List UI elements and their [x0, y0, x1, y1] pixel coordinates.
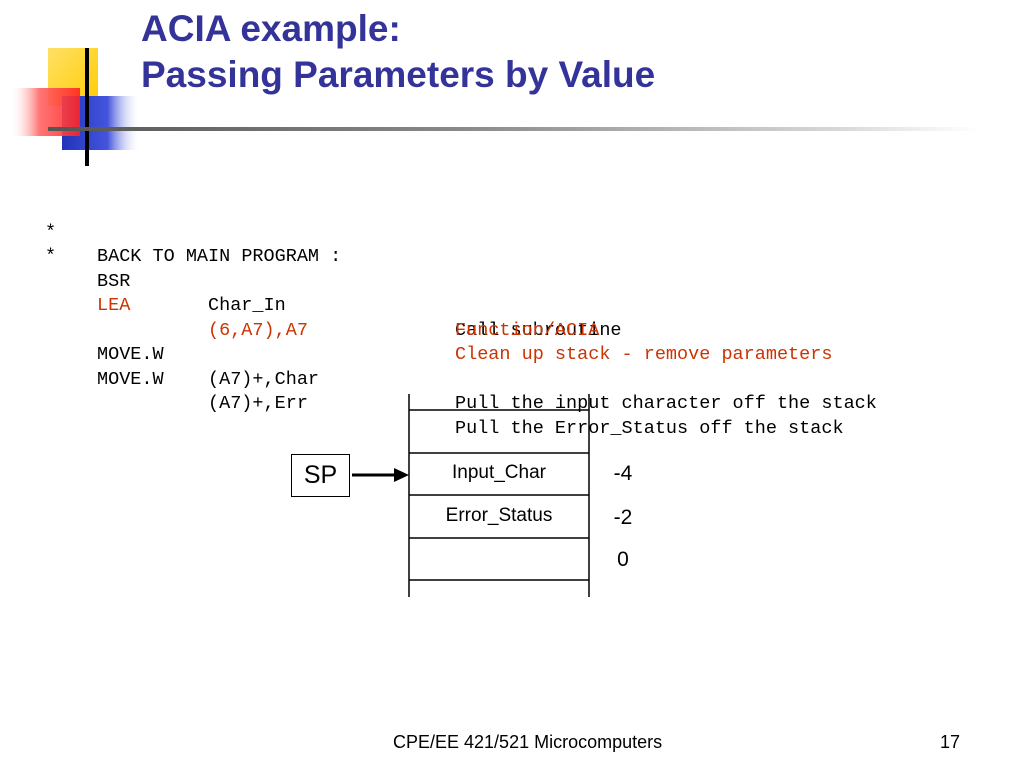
code-operand: Char_In: [208, 295, 286, 316]
stack-cell-input-char: Input_Char: [451, 462, 546, 483]
code-comment: Pull the Error_Status off the stack: [455, 417, 844, 439]
slide-title-line-1: ACIA example:: [141, 8, 401, 49]
stack-pointer-arrow-head: [394, 468, 409, 482]
code-line: *: [45, 221, 89, 267]
code-comment-marker: *: [45, 246, 57, 267]
stack-offset-label: -2: [613, 506, 633, 529]
title-underline: [48, 127, 978, 131]
code-line-highlighted: Function/ACIA: [45, 294, 599, 341]
code-line: MOVE.W (A7)+,Char Pull the input charact…: [45, 319, 877, 414]
code-opcode: LEA: [97, 295, 131, 316]
code-operand: (6,A7),A7: [208, 319, 308, 341]
slide-title: ACIA example: Passing Parameters by Valu…: [141, 6, 655, 98]
code-opcode: MOVE.W: [97, 344, 164, 365]
code-line: BSR Char_In Call subroutine: [45, 245, 622, 341]
code-opcode: MOVE.W: [97, 368, 164, 390]
code-line: MOVE.W (A7)+,Err Pull the Error_Status o…: [45, 343, 844, 439]
code-opcode: BSR: [97, 270, 131, 292]
code-operand: (A7)+,Char: [208, 368, 320, 390]
code-line: * BACK TO MAIN PROGRAM :: [45, 196, 341, 268]
stack-pointer-label: SP: [291, 454, 350, 497]
assembly-code-listing: * BACK TO MAIN PROGRAM : * BSR Char_In C…: [45, 196, 877, 439]
stack-offset-label: 0: [617, 548, 629, 571]
slide-title-line-2: Passing Parameters by Value: [141, 54, 656, 95]
code-comment: Clean up stack - remove parameters: [455, 344, 833, 365]
stack-cell-error-status: Error_Status: [445, 505, 553, 526]
footer-course-title: CPE/EE 421/521 Microcomputers: [393, 732, 663, 752]
code-comment: Call subroutine: [455, 319, 622, 341]
code-comment: Pull the input character off the stack: [455, 393, 877, 414]
code-comment: Function/ACIA: [455, 319, 600, 341]
code-comment-marker: *: [45, 221, 57, 243]
stack-offset-label: -4: [613, 462, 633, 485]
slide-page-number: 17: [940, 732, 961, 752]
code-operand: (A7)+,Err: [208, 393, 308, 414]
code-line-highlighted: LEA (6,A7),A7 Clean up stack - remove pa…: [45, 270, 832, 365]
code-comment-text: BACK TO MAIN PROGRAM :: [97, 246, 342, 267]
